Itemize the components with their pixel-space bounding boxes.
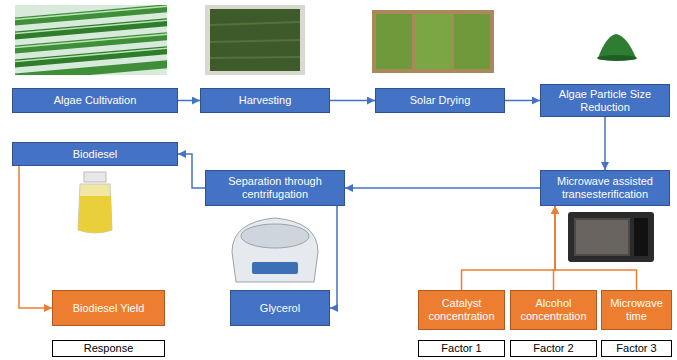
box-label: Alcohol concentration [515, 297, 592, 323]
box-label: Glycerol [260, 302, 300, 315]
microwave-oven-picture-part [568, 212, 654, 262]
flow-arrow [505, 100, 540, 102]
process-box: Algae Cultivation [12, 88, 178, 113]
caption-box: Factor 3 [601, 340, 672, 357]
process-box: Separation through centrifugation [205, 170, 345, 206]
harvesting-picture-part [210, 22, 300, 25]
photobioreactor-picture-part [15, 20, 167, 34]
flow-arrow [330, 206, 337, 308]
caption-box: Factor 1 [418, 340, 505, 357]
factor-box: Catalyst concentration [418, 290, 505, 330]
box-label: Algae Particle Size Reduction [545, 88, 665, 114]
product-box: Biodiesel [12, 142, 178, 166]
photobioreactor-picture-part [15, 36, 167, 50]
centrifuge-picture-part [241, 224, 309, 248]
drying-trays-picture-part [376, 14, 412, 69]
factor-box: Microwave time [601, 290, 672, 330]
centrifuge-picture-part [252, 262, 298, 274]
algae-powder-picture-part [598, 34, 636, 58]
process-box: Solar Drying [375, 88, 505, 113]
biodiesel-vial-picture-part [84, 172, 106, 182]
flow-arrow [345, 187, 540, 189]
factor-box: Alcohol concentration [510, 290, 597, 330]
harvesting-picture-part [205, 5, 305, 75]
microwave-oven-picture-part [576, 220, 628, 254]
flow-arrow [462, 206, 556, 290]
drying-trays-picture-part [454, 14, 490, 69]
flow-arrow [604, 117, 606, 170]
harvesting-picture-part [210, 57, 300, 58]
caption-box: Factor 2 [510, 340, 597, 357]
drying-trays-picture [372, 10, 494, 73]
harvesting-picture-part [210, 40, 300, 42]
biodiesel-vial-picture-part [78, 196, 112, 233]
photobioreactor-picture-part [15, 8, 167, 22]
biodiesel-vial-picture [78, 172, 112, 233]
box-label: Factor 3 [616, 342, 656, 355]
box-label: Factor 2 [533, 342, 573, 355]
response-box: Biodiesel Yield [52, 290, 165, 326]
algae-powder-picture [597, 34, 637, 61]
harvesting-picture [205, 5, 305, 75]
harvesting-picture-part [210, 9, 300, 71]
photobioreactor-picture-part [15, 50, 167, 64]
caption-box: Response [52, 340, 165, 357]
box-label: Algae Cultivation [54, 94, 137, 107]
microwave-oven-picture-part [574, 218, 630, 256]
centrifuge-picture [232, 218, 318, 282]
box-label: Biodiesel [73, 148, 118, 161]
box-label: Separation through centrifugation [210, 175, 340, 201]
box-label: Factor 1 [441, 342, 481, 355]
process-box: Harvesting [200, 88, 330, 113]
photobioreactor-picture-part [15, 64, 167, 75]
flow-arrow [330, 100, 375, 102]
algae-powder-picture-part [597, 55, 637, 61]
process-box: Algae Particle Size Reduction [540, 84, 670, 117]
process-box: Microwave assisted transesterification [540, 170, 670, 206]
box-label: Solar Drying [410, 94, 471, 107]
microwave-oven-picture [568, 212, 654, 262]
photobioreactor-picture-part [15, 34, 167, 48]
flow-arrow [178, 154, 205, 188]
flow-arrow [555, 206, 637, 290]
drying-trays-picture-part [415, 14, 451, 69]
biodiesel-vial-picture-part [78, 184, 112, 233]
microwave-oven-picture-part [634, 218, 648, 256]
box-label: Harvesting [239, 94, 292, 107]
product-box: Glycerol [230, 290, 330, 326]
flow-arrow [178, 100, 200, 102]
photobioreactor-picture-part [15, 48, 167, 62]
photobioreactor-picture-part [15, 22, 167, 36]
photobioreactor-picture [15, 5, 167, 75]
box-label: Response [84, 342, 134, 355]
drying-trays-picture-part [372, 10, 494, 73]
box-label: Biodiesel Yield [73, 302, 145, 315]
flow-arrow [19, 166, 52, 308]
box-label: Catalyst concentration [423, 297, 500, 323]
box-label: Microwave assisted transesterification [545, 175, 665, 201]
photobioreactor-picture-part [15, 6, 167, 20]
centrifuge-picture-part [232, 218, 318, 282]
box-label: Microwave time [606, 297, 667, 323]
